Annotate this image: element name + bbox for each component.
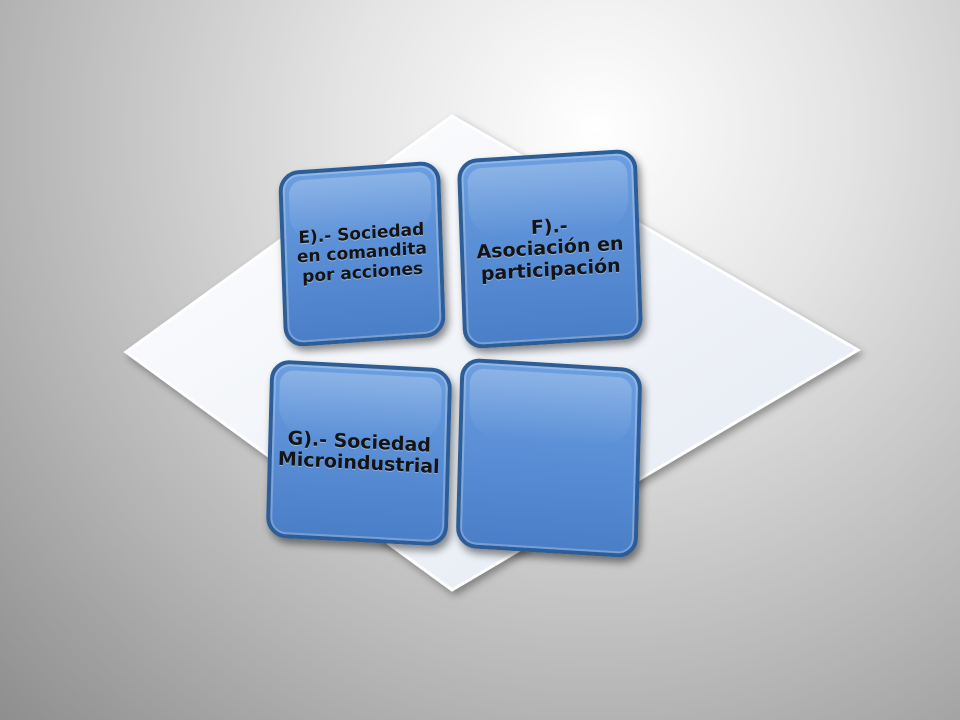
- tile-empty: [455, 357, 643, 559]
- tile-sociedad-microindustrial: G).- Sociedad Microindustrial: [265, 359, 453, 547]
- tile-g-label: G).- Sociedad Microindustrial: [277, 426, 440, 479]
- tile-h-label: [539, 457, 559, 458]
- tile-e-label: E).- Sociedad en comandita por acciones: [296, 220, 428, 287]
- tile-asociacion-participacion: F).- Asociación en participación: [456, 148, 644, 350]
- tile-sociedad-comandita-acciones: E).- Sociedad en comandita por acciones: [278, 160, 446, 348]
- tile-f-label: F).- Asociación en participación: [476, 214, 624, 285]
